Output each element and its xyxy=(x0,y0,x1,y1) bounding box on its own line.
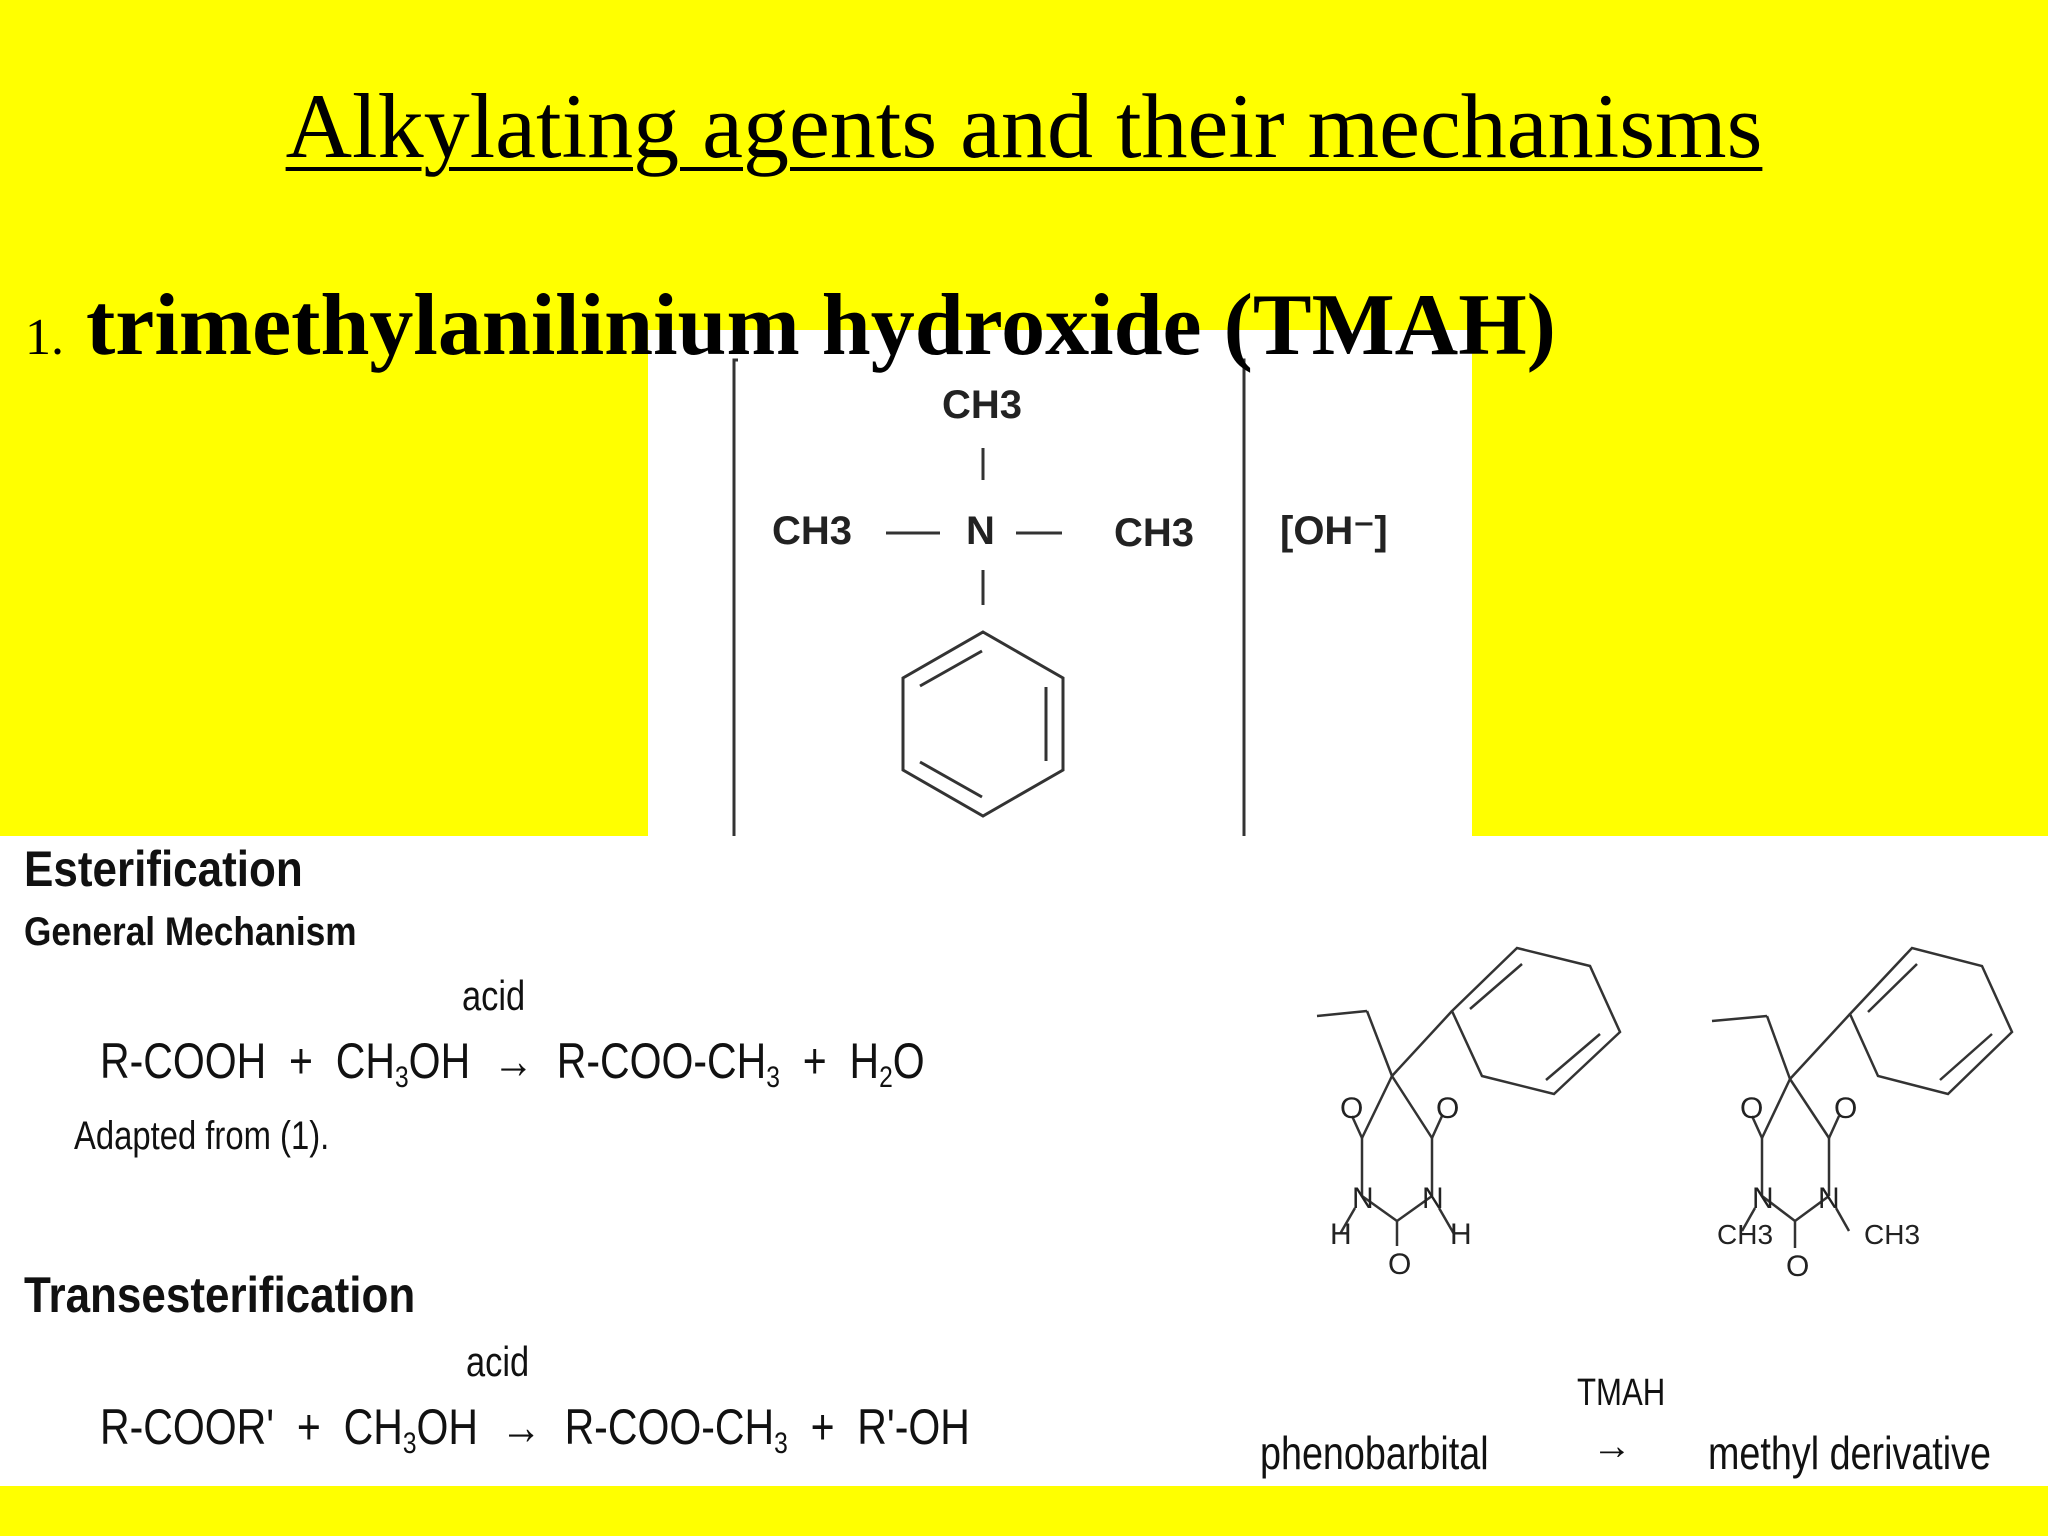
phenobarbital-nitrogen: N xyxy=(1352,1182,1374,1215)
phenobarbital-oxygen: O xyxy=(1340,1092,1363,1125)
top-methyl-label: CH3 xyxy=(942,383,1022,427)
benzene-double-bond xyxy=(919,649,983,688)
hydroxide-counter-ion: [OH⁻] xyxy=(1280,509,1388,553)
benzene-ring xyxy=(901,630,1065,818)
esterification-heading: Esterification xyxy=(24,841,303,897)
derivative-oxygen: O xyxy=(1786,1250,1809,1283)
phenobarbital-reaction-diagram: O O N N H H O xyxy=(1316,946,2014,1283)
methyl-derivative-label: methyl derivative xyxy=(1708,1427,1992,1479)
phenobarbital-label: phenobarbital xyxy=(1260,1427,1489,1479)
transesterification-heading: Transesterification xyxy=(24,1267,416,1323)
esterification-panel: Esterification General Mechanism acid R-… xyxy=(0,836,1216,1486)
reaction-arrow: → xyxy=(1592,1424,1632,1468)
general-mechanism-subheading: General Mechanism xyxy=(24,910,357,954)
transesterification-catalyst: acid xyxy=(466,1338,530,1385)
phenobarbital-oxygen: O xyxy=(1388,1248,1411,1281)
phenobarbital-hydrogen: H xyxy=(1330,1218,1352,1251)
benzene-double-bond xyxy=(919,760,983,799)
right-bracket xyxy=(1204,358,1246,866)
section-heading: 1. trimethylanilinium hydroxide (TMAH) xyxy=(25,282,1556,370)
derivative-nitrogen: N xyxy=(1752,1182,1774,1215)
methyl-derivative-structure xyxy=(1711,946,2014,1248)
derivative-oxygen: O xyxy=(1834,1092,1857,1125)
derivative-nitrogen: N xyxy=(1818,1182,1840,1215)
slide-title: Alkylating agents and their mechanisms xyxy=(285,75,1763,177)
phenobarbital-hydrogen: H xyxy=(1450,1218,1472,1251)
transesterification-equation: R-COOR' + CH3OH → R-COO-CH3 + R'-OH xyxy=(100,1399,970,1460)
derivative-methyl-label: CH3 xyxy=(1717,1219,1773,1250)
esterification-source: Adapted from (1). xyxy=(74,1114,330,1158)
esterification-catalyst: acid xyxy=(462,972,526,1019)
left-methyl-label: CH3 xyxy=(772,509,852,553)
tmah-reagent-label: TMAH xyxy=(1577,1372,1666,1414)
section-number: 1. xyxy=(25,309,64,366)
phenobarbital-nitrogen: N xyxy=(1422,1182,1444,1215)
esterification-equation: R-COOH + CH3OH → R-COO-CH3 + H2O xyxy=(100,1033,925,1094)
right-methyl-label: CH3 xyxy=(1114,511,1194,555)
left-bracket xyxy=(732,358,778,866)
section-name: trimethylanilinium hydroxide (TMAH) xyxy=(86,277,1556,374)
derivatization-panel: O O N N H H O xyxy=(1212,836,2048,1486)
phenobarbital-oxygen: O xyxy=(1436,1092,1459,1125)
tmah-structure-panel: CH3 CH3 N CH3 [OH⁻] xyxy=(648,330,1472,870)
derivative-methyl-label: CH3 xyxy=(1864,1219,1920,1250)
tmah-structure-diagram: CH3 CH3 N CH3 [OH⁻] xyxy=(732,358,1388,866)
nitrogen-atom: N xyxy=(966,509,995,553)
phenobarbital-structure xyxy=(1316,946,1622,1246)
derivative-oxygen: O xyxy=(1740,1092,1763,1125)
